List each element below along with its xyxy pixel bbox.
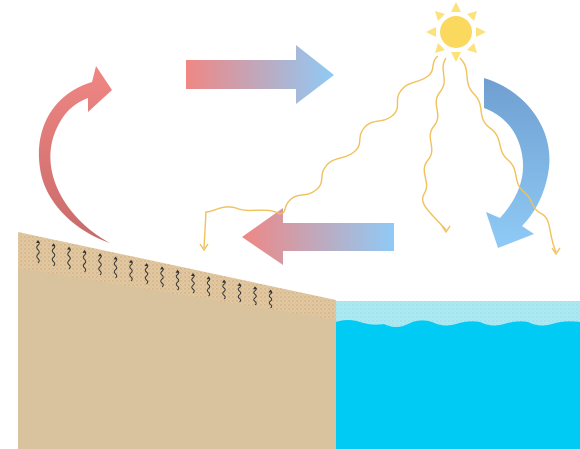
- land: [18, 232, 336, 449]
- arrow-left-icon: [242, 208, 394, 265]
- sea-body: [336, 320, 580, 449]
- sun-icon: [426, 2, 486, 62]
- sea: [336, 301, 580, 449]
- curved-arrow-down-icon: [484, 78, 549, 248]
- sun-ray-middle: [423, 58, 446, 230]
- curved-arrow-up-icon: [39, 66, 112, 243]
- arrow-right-icon: [186, 45, 334, 104]
